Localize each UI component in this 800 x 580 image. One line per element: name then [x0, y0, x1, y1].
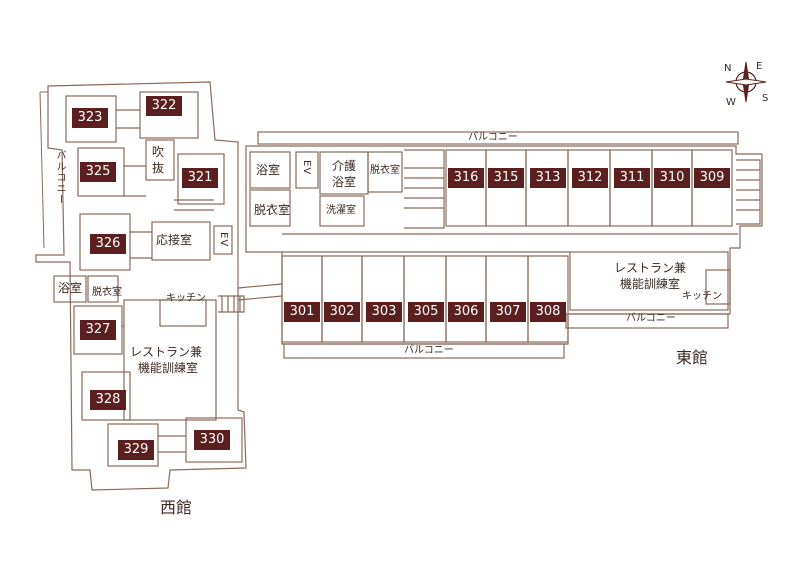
west-restaurant-outline — [123, 299, 217, 421]
west-dressing-label: 脱衣室 — [92, 287, 122, 298]
east-dressing2-label: 脱衣室 — [370, 165, 400, 176]
west-balcony — [39, 91, 48, 249]
room-309[interactable]: 309 — [694, 168, 730, 188]
compass-s: S — [762, 93, 769, 104]
room-325-outline — [77, 147, 125, 197]
east-dressing-label: 脱衣室 — [254, 203, 291, 217]
room-313[interactable]: 313 — [530, 168, 566, 188]
west-ev-label: EV — [218, 232, 229, 248]
east-south-rooms — [281, 255, 569, 343]
east-dressing2-outline — [367, 151, 403, 193]
room-312[interactable]: 312 — [572, 168, 608, 188]
fukinuke-outline — [145, 139, 175, 181]
east-stairs-west — [404, 149, 445, 229]
west-kitchen-label: キッチン — [166, 293, 206, 304]
west-stairs — [218, 295, 245, 313]
east-balcony-north-label: バルコニー — [468, 132, 518, 143]
room-308[interactable]: 308 — [530, 302, 566, 322]
west-kitchen-outline — [159, 299, 207, 327]
room-323-outline — [65, 95, 117, 143]
laundry-label: 洗濯室 — [326, 205, 356, 216]
compass-e: E — [756, 61, 763, 72]
fukinuke-label-1: 吹 — [152, 145, 165, 159]
room-303[interactable]: 303 — [366, 302, 402, 322]
room-301[interactable]: 301 — [284, 302, 320, 322]
room-305[interactable]: 305 — [408, 302, 444, 322]
compass-w: W — [726, 97, 736, 108]
west-building-outline — [35, 81, 247, 491]
care-label: 介護 — [332, 159, 357, 173]
reception-outline — [151, 221, 211, 261]
room-325[interactable]: 325 — [80, 162, 116, 182]
east-restaurant-outline — [569, 251, 729, 311]
west-dressing-outline — [87, 275, 119, 303]
west-restaurant-label-1: レストラン兼 — [130, 345, 203, 359]
east-balcony-southeast — [565, 313, 729, 329]
room-307[interactable]: 307 — [490, 302, 526, 322]
room-321-outline — [177, 153, 225, 205]
west-balcony-label: バルコニー — [54, 150, 65, 205]
room-316[interactable]: 316 — [448, 168, 484, 188]
west-ev-outline — [213, 225, 233, 255]
east-balcony-south-label: バルコニー — [404, 345, 454, 356]
east-kitchen-outline — [705, 269, 731, 305]
east-balcony-south — [283, 343, 565, 359]
reception-label: 応接室 — [156, 233, 193, 247]
room-321[interactable]: 321 — [182, 168, 218, 188]
east-balcony-north — [257, 131, 739, 145]
room-328-outline — [81, 371, 131, 421]
east-ev-outline — [295, 151, 319, 189]
connecting-corridor — [237, 283, 283, 301]
east-ev-label: EV — [301, 160, 312, 176]
east-dressing-outline — [249, 189, 291, 227]
room-322-outline — [139, 91, 199, 139]
room-311[interactable]: 311 — [614, 168, 650, 188]
room-330-outline — [185, 417, 243, 463]
care-bath-label: 浴室 — [332, 175, 357, 189]
room-306[interactable]: 306 — [448, 302, 484, 322]
west-restaurant-label-2: 機能訓練室 — [138, 361, 199, 375]
room-323[interactable]: 323 — [72, 108, 108, 128]
room-328[interactable]: 328 — [90, 390, 126, 410]
east-stairs-east — [736, 159, 761, 225]
west-bath-outline — [53, 275, 87, 303]
fukinuke-label-2: 抜 — [152, 161, 165, 175]
east-north-rooms — [445, 149, 733, 227]
room-326[interactable]: 326 — [90, 234, 126, 254]
west-building-title: 西館 — [160, 498, 193, 517]
room-310[interactable]: 310 — [654, 168, 690, 188]
laundry-outline — [319, 195, 365, 227]
room-329[interactable]: 329 — [118, 440, 154, 460]
east-balcony-southeast-label: バルコニー — [626, 313, 676, 324]
room-327[interactable]: 327 — [80, 320, 116, 340]
east-restaurant-label-2: 機能訓練室 — [620, 277, 681, 291]
room-326-outline — [79, 213, 131, 271]
west-bath-label: 浴室 — [58, 281, 83, 295]
east-building-title: 東館 — [676, 348, 709, 367]
room-330[interactable]: 330 — [194, 430, 230, 450]
east-restaurant-label-1: レストラン兼 — [614, 261, 687, 275]
room-302[interactable]: 302 — [324, 302, 360, 322]
room-327-outline — [73, 305, 123, 355]
east-bath-label: 浴室 — [256, 163, 281, 177]
compass-n: N — [724, 63, 732, 74]
room-322[interactable]: 322 — [146, 96, 182, 116]
room-315[interactable]: 315 — [488, 168, 524, 188]
room-329-outline — [107, 423, 159, 467]
east-kitchen-label: キッチン — [682, 291, 722, 302]
compass-rose-icon — [725, 61, 767, 103]
east-bath-outline — [249, 151, 291, 189]
